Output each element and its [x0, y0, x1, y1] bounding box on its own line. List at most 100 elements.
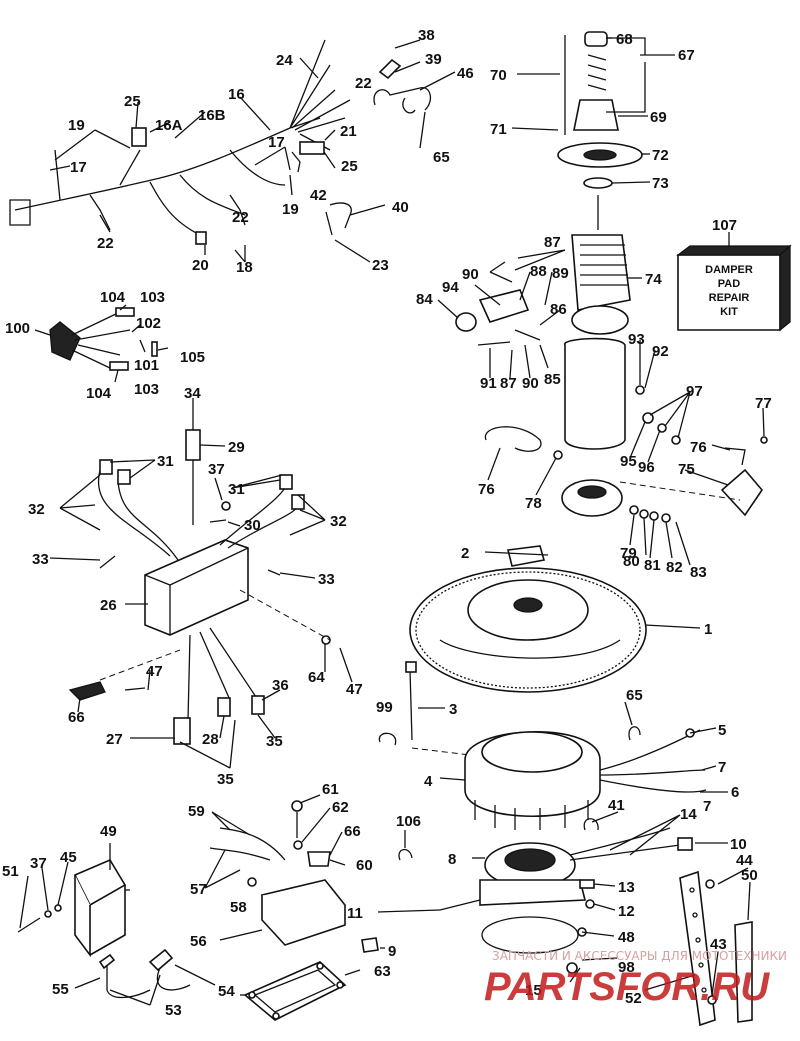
label-37a: 37: [208, 461, 225, 478]
label-87b: 87: [500, 375, 517, 392]
label-50: 50: [741, 867, 758, 884]
label-76b: 76: [690, 439, 707, 456]
label-26: 26: [100, 597, 117, 614]
label-14: 14: [680, 806, 697, 823]
label-31a: 31: [157, 453, 174, 470]
label-94: 94: [442, 279, 459, 296]
label-33a: 33: [32, 551, 49, 568]
label-71: 71: [490, 121, 507, 138]
label-106: 106: [396, 813, 421, 830]
watermark: ЗАПЧАСТИ И АКСЕССУАРЫ ДЛЯ МОТОТЕХНИКИ PA…: [484, 949, 787, 1009]
label-103a: 103: [140, 289, 165, 306]
label-38: 38: [418, 27, 435, 44]
label-92: 92: [652, 343, 669, 360]
kit-line-4: KIT: [720, 306, 738, 318]
label-22a: 22: [355, 75, 372, 92]
label-39: 39: [425, 51, 442, 68]
connector-assembly: [49, 307, 158, 371]
label-80-visible: 80: [623, 553, 640, 570]
label-13: 13: [618, 879, 635, 896]
label-34: 34: [184, 385, 201, 402]
label-44: 44: [736, 852, 753, 869]
label-72: 72: [652, 147, 669, 164]
label-45: 45: [60, 849, 77, 866]
timer-base: [361, 818, 693, 974]
label-16: 16: [228, 86, 245, 103]
label-101: 101: [134, 357, 159, 374]
label-19a: 19: [68, 117, 85, 134]
label-9: 9: [388, 943, 396, 960]
label-102: 102: [136, 315, 161, 332]
label-29: 29: [228, 439, 245, 456]
label-16a: 16A: [155, 117, 183, 134]
label-48: 48: [618, 929, 635, 946]
label-97: 97: [686, 383, 703, 400]
label-67: 67: [678, 47, 695, 64]
leader-lines: [19, 37, 765, 1006]
label-7a: 7: [718, 759, 726, 776]
label-25b: 25: [341, 158, 358, 175]
switch-box-and-coil: [17, 800, 413, 1021]
label-79: 79: [620, 545, 637, 562]
kit-line-2: PAD: [718, 278, 740, 290]
label-70: 70: [490, 67, 507, 84]
label-66a: 66: [68, 709, 85, 726]
label-43: 43: [710, 936, 727, 953]
label-87a: 87: [544, 234, 561, 251]
damper-pad-repair-kit: DAMPER PAD REPAIR KIT: [676, 244, 792, 332]
label-2: 2: [461, 545, 469, 562]
label-54: 54: [218, 983, 235, 1000]
stator: [464, 726, 707, 830]
label-51: 51: [2, 863, 19, 880]
label-98: 98: [618, 959, 635, 976]
label-77: 77: [755, 395, 772, 412]
watermark-tagline: ЗАПЧАСТИ И АКСЕССУАРЫ ДЛЯ МОТОТЕХНИКИ: [492, 949, 787, 963]
label-56: 56: [190, 933, 207, 950]
label-32b: 32: [330, 513, 347, 530]
label-59: 59: [188, 803, 205, 820]
label-27: 27: [106, 731, 123, 748]
label-89: 89: [552, 265, 569, 282]
label-49: 49: [100, 823, 117, 840]
label-31b: 31: [228, 481, 245, 498]
label-22b: 22: [232, 209, 249, 226]
label-47b: 47: [346, 681, 363, 698]
watermark-brand: PARTSFOR.RU: [484, 965, 770, 1009]
label-104a: 104: [100, 289, 126, 306]
label-35b: 35: [266, 733, 283, 750]
label-4: 4: [424, 773, 433, 790]
wiring-harness: [9, 39, 432, 245]
label-22c: 22: [97, 235, 114, 252]
label-99: 99: [376, 699, 393, 716]
label-62: 62: [332, 799, 349, 816]
label-57: 57: [190, 881, 207, 898]
label-6: 6: [731, 784, 739, 801]
label-91: 91: [480, 375, 497, 392]
label-36: 36: [272, 677, 289, 694]
label-81: 81: [644, 557, 661, 574]
label-68: 68: [616, 31, 633, 48]
label-25a: 25: [124, 93, 141, 110]
label-47a: 47: [146, 663, 163, 680]
label-76a: 76: [478, 481, 495, 498]
label-82: 82: [666, 559, 683, 576]
label-19b: 19: [282, 201, 299, 218]
label-61: 61: [322, 781, 339, 798]
label-90a: 90: [462, 266, 479, 283]
label-65a: 65: [433, 149, 450, 166]
label-10: 10: [730, 836, 747, 853]
label-53: 53: [165, 1002, 182, 1019]
label-33b: 33: [318, 571, 335, 588]
label-75: 75: [678, 461, 695, 478]
label-30: 30: [244, 517, 261, 534]
label-18: 18: [236, 259, 253, 276]
label-24: 24: [276, 52, 293, 69]
label-16b: 16B: [198, 107, 226, 124]
label-23: 23: [372, 257, 389, 274]
label-35a: 35: [217, 771, 234, 788]
label-52: 52: [625, 990, 642, 1007]
label-20: 20: [192, 257, 209, 274]
label-85: 85: [544, 371, 561, 388]
label-74: 74: [645, 271, 662, 288]
